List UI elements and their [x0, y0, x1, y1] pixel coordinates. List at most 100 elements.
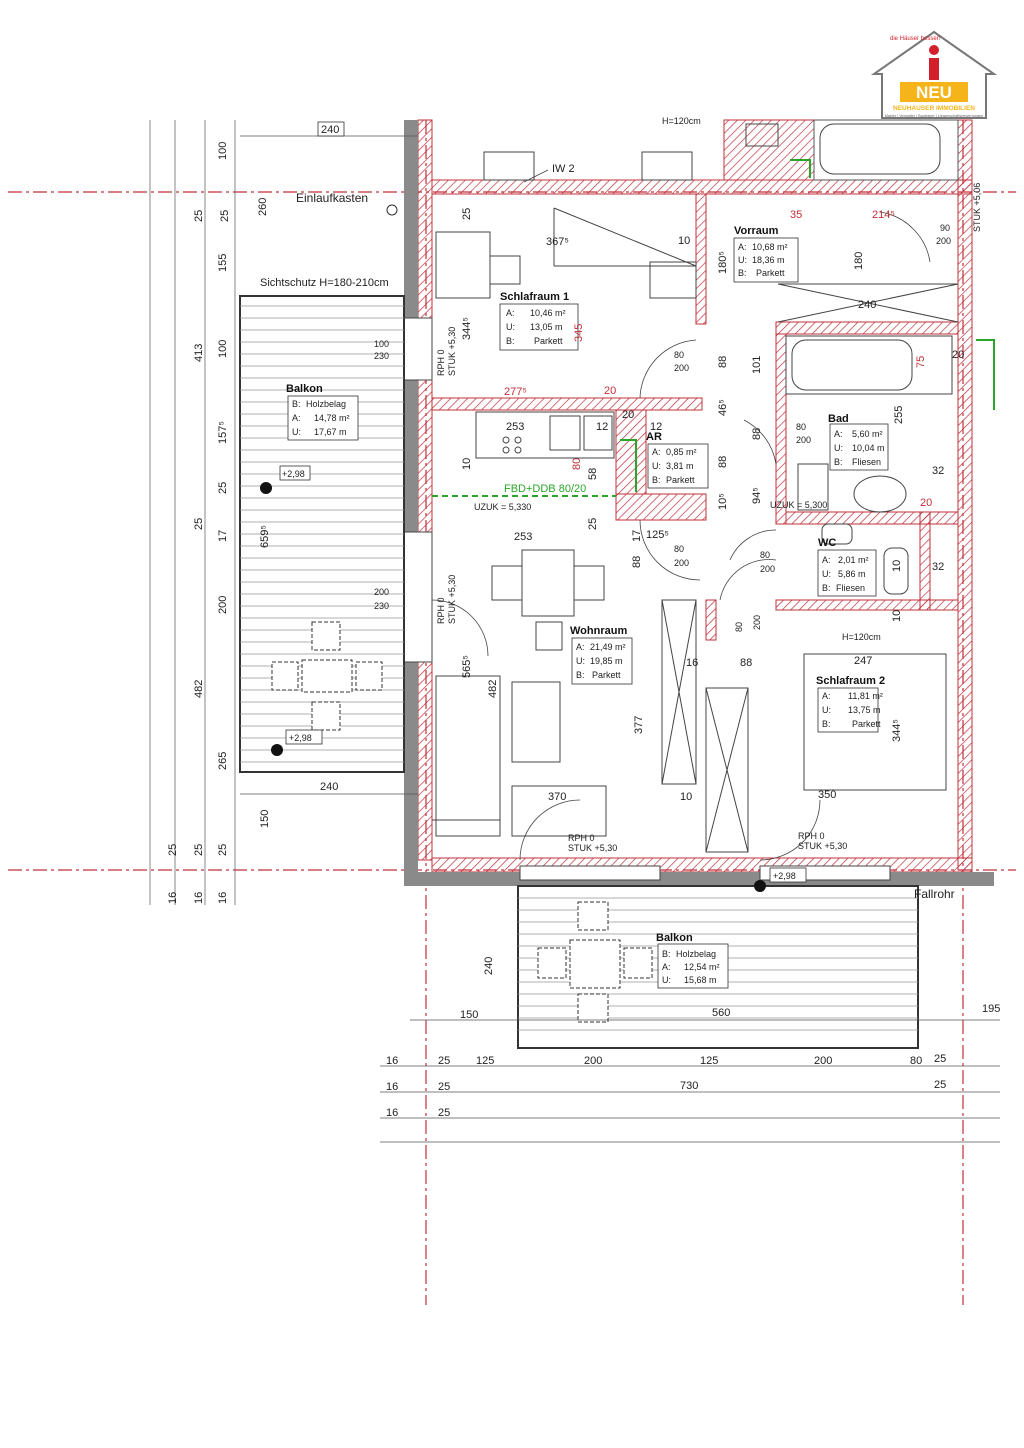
room-b-label: B: — [292, 399, 301, 409]
dim: 200 — [814, 1055, 832, 1067]
dim: 94⁵ — [751, 487, 763, 504]
dim: 482 — [193, 680, 205, 698]
dim: 25 — [438, 1107, 450, 1119]
door-swings — [431, 211, 931, 861]
room-a-label: A: — [506, 308, 515, 318]
room-name: Wohnraum — [570, 625, 627, 637]
label-stuk-4: STUK +5,30 — [447, 575, 457, 624]
dim: 150 — [259, 810, 271, 828]
room-perimeter: 18,36 m — [752, 255, 785, 265]
room-schlafraum2: Schlafraum 2 A: 11,81 m² U: 13,75 m B: P… — [816, 675, 885, 729]
dim: 88 — [631, 556, 643, 568]
room-schlafraum1: Schlafraum 1 A: 10,46 m² U: 13,05 m B: P… — [500, 291, 569, 346]
dim: 80 — [910, 1055, 922, 1067]
label-stuk-3: STUK +5,30 — [447, 327, 457, 376]
room-area: 10,68 m² — [752, 242, 788, 252]
room-a-label: A: — [738, 242, 747, 252]
dim: 16 — [167, 892, 179, 904]
dim: 16 — [386, 1081, 398, 1093]
room-wc: WC A: 2,01 m² U: 5,86 m B: Fliesen — [818, 537, 869, 593]
room-a-label: A: — [662, 962, 671, 972]
dim: 20 — [920, 497, 932, 509]
dim: 150 — [460, 1009, 478, 1021]
dim: 58 — [587, 468, 599, 480]
dim: 230 — [374, 351, 389, 361]
room-floor: Parkett — [534, 336, 563, 346]
dim: 80 — [796, 422, 806, 432]
logo-subline: Makler | Verwalter | Bauträger | Liegens… — [885, 114, 984, 118]
room-u-label: U: — [738, 255, 747, 265]
room-floor: Parkett — [592, 670, 621, 680]
room-floor: Parkett — [666, 475, 695, 485]
dim: 10 — [891, 610, 903, 622]
room-area: 14,78 m² — [314, 413, 350, 423]
dim: 413 — [193, 344, 205, 362]
label-rph-1: RPH 0 — [568, 833, 595, 843]
dim: 125⁵ — [646, 529, 669, 541]
dim: 32 — [932, 561, 944, 573]
dim: 20 — [952, 349, 964, 361]
dim: 10 — [680, 791, 692, 803]
room-b-label: B: — [738, 268, 747, 278]
room-name: WC — [818, 537, 836, 549]
room-bad: Bad A: 5,60 m² U: 10,04 m B: Fliesen — [828, 413, 885, 467]
dim: 255 — [893, 406, 905, 424]
dim: 25 — [167, 844, 179, 856]
dim: 88 — [740, 657, 752, 669]
label-uzuk-2: UZUK = 5,300 — [770, 500, 827, 510]
dim: 25 — [438, 1055, 450, 1067]
logo-house-icon: NEU die Häuser besser! NEUHAUSER IMMOBIL… — [870, 30, 998, 119]
room-b-label: B: — [652, 475, 661, 485]
room-u-label: U: — [662, 975, 671, 985]
interior-lines — [432, 123, 959, 853]
room-a-label: A: — [576, 642, 585, 652]
dim: 125 — [700, 1055, 718, 1067]
dim: 25 — [438, 1081, 450, 1093]
dim: 253 — [506, 421, 524, 433]
dim: 101 — [751, 356, 763, 374]
room-u-label: U: — [652, 461, 661, 471]
dim: 240 — [483, 957, 495, 975]
dim: 240 — [321, 124, 339, 136]
room-perimeter: 3,81 m — [666, 461, 694, 471]
dim: 155 — [217, 254, 229, 272]
room-perimeter: 15,68 m — [684, 975, 717, 985]
dim: 350 — [818, 789, 836, 801]
room-u-label: U: — [822, 705, 831, 715]
dim: 253 — [514, 531, 532, 543]
dim: 240 — [858, 299, 876, 311]
label-rph-2: RPH 0 — [798, 831, 825, 841]
dim: 25 — [461, 208, 473, 220]
dim: 367⁵ — [546, 236, 569, 248]
room-name: Schlafraum 1 — [500, 291, 569, 303]
dim: 200 — [674, 558, 689, 568]
dim: 88 — [717, 356, 729, 368]
dim: 214⁵ — [872, 209, 895, 221]
room-floor: Parkett — [852, 719, 881, 729]
walls — [404, 119, 994, 886]
dim: 80 — [674, 350, 684, 360]
dim: 32 — [932, 465, 944, 477]
room-u-label: U: — [506, 322, 515, 332]
dim: 16 — [386, 1107, 398, 1119]
logo-brand: NEU — [916, 83, 952, 102]
dim: 12 — [650, 421, 662, 433]
label-sichtschutz: Sichtschutz H=180-210cm — [260, 277, 389, 289]
room-name: Balkon — [286, 383, 323, 395]
room-a-label: A: — [652, 447, 661, 457]
level-1: +2,98 — [282, 469, 305, 479]
dim: 659⁵ — [259, 525, 271, 548]
dim: 100 — [374, 339, 389, 349]
dim: 100 — [217, 142, 229, 160]
dim: 200 — [796, 435, 811, 445]
dim: 560 — [712, 1007, 730, 1019]
dim: 16 — [217, 892, 229, 904]
room-floor: Fliesen — [852, 457, 881, 467]
room-balkon-bottom: Balkon B: Holzbelag A: 12,54 m² U: 15,68… — [656, 932, 720, 985]
level-2: +2,98 — [289, 733, 312, 743]
dim: 35 — [790, 209, 802, 221]
dim: 46⁵ — [717, 399, 729, 416]
label-h120-wc: H=120cm — [842, 632, 881, 642]
room-area: 11,81 m² — [848, 691, 883, 701]
